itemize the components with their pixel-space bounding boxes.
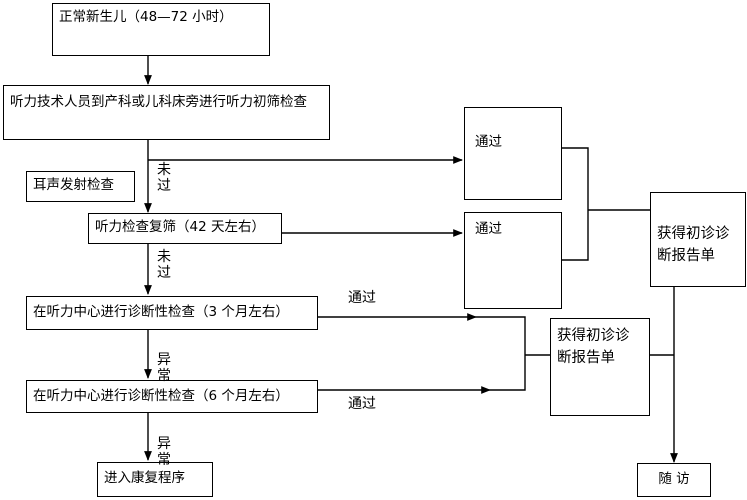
node-newborn: 正常新生儿（48—72 小时） [52, 3, 270, 56]
node-rehabilitation-text: 进入康复程序 [104, 470, 185, 486]
connector-pass2-to-report1 [562, 210, 589, 261]
node-newborn-text: 正常新生儿（48—72 小时） [59, 9, 233, 25]
node-pass-2-text: 通过 [475, 221, 502, 237]
node-oae-text: 耳声发射检查 [33, 177, 114, 193]
edge-label-fail-1: 未过 [157, 162, 171, 194]
node-initial-screen: 听力技术人员到产科或儿科床旁进行听力初筛检查 [3, 85, 330, 140]
node-follow-up: 随 访 [637, 463, 711, 497]
node-diagnostic-6-months: 在听力中心进行诊断性检查（6 个月左右） [26, 380, 318, 413]
edge-label-abnormal-1: 异常 [157, 352, 171, 382]
node-rescreen-text: 听力检查复筛（42 天左右） [95, 219, 265, 235]
edge-label-pass-6m: 通过 [348, 396, 376, 412]
node-pass-2: 通过 [464, 212, 562, 309]
node-rescreen: 听力检查复筛（42 天左右） [88, 213, 282, 244]
edge-label-fail-2: 未过 [157, 249, 171, 281]
node-initial-screen-text: 听力技术人员到产科或儿科床旁进行听力初筛检查 [10, 94, 307, 110]
node-oae: 耳声发射检查 [26, 171, 135, 202]
node-follow-up-text: 随 访 [658, 471, 690, 487]
edge-label-pass-3m: 通过 [348, 290, 376, 306]
node-report-2-text: 获得初诊诊断报告单 [557, 328, 630, 366]
node-diagnostic-3-months-text: 在听力中心进行诊断性检查（3 个月左右） [33, 304, 289, 320]
edge-label-abnormal-2: 异常 [157, 436, 171, 465]
node-pass-1: 通过 [464, 107, 562, 200]
node-report-1: 获得初诊诊断报告单 [650, 192, 746, 287]
node-rehabilitation: 进入康复程序 [97, 462, 213, 497]
node-report-1-text: 获得初诊诊断报告单 [657, 226, 730, 264]
connector-merge-to-report2 [476, 316, 526, 391]
connector-pass1-to-report1 [562, 147, 589, 210]
node-report-2: 获得初诊诊断报告单 [550, 318, 650, 416]
node-pass-1-text: 通过 [475, 134, 502, 150]
node-diagnostic-3-months: 在听力中心进行诊断性检查（3 个月左右） [26, 296, 318, 330]
node-diagnostic-6-months-text: 在听力中心进行诊断性检查（6 个月左右） [33, 388, 289, 404]
